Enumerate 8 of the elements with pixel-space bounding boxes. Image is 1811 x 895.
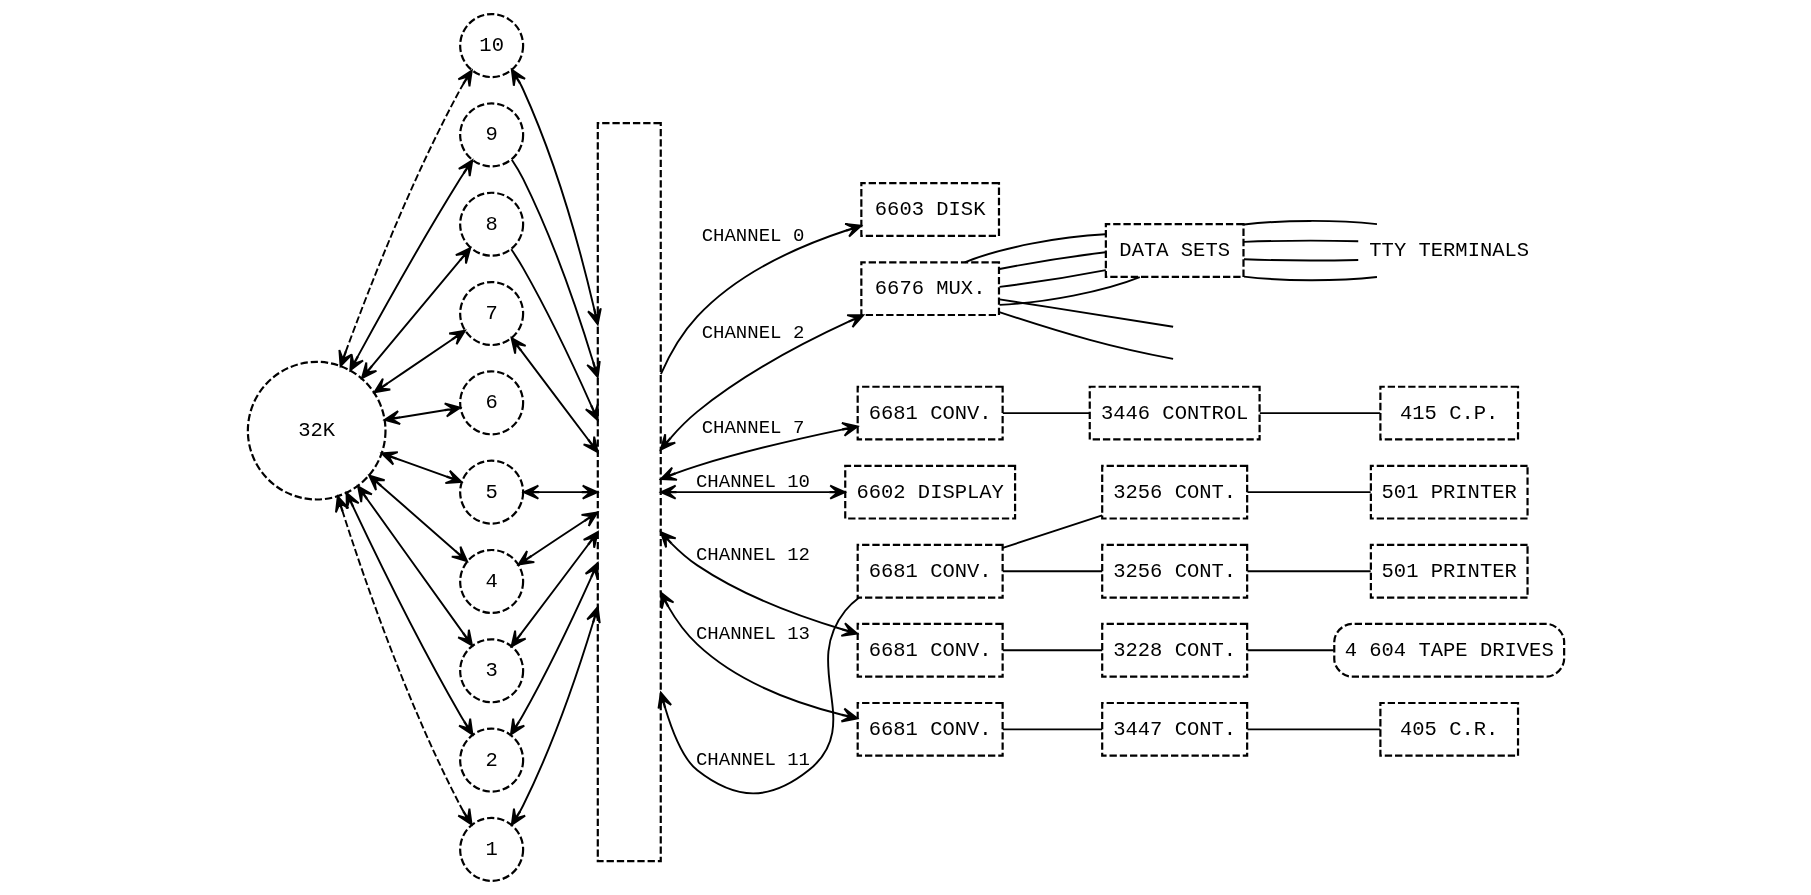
node-text: TTY TERMINALS [1368,238,1529,262]
edge-label: CHANNEL 2 [701,321,804,344]
edge-label: CHANNEL 7 [701,416,804,439]
edge-label: CHANNEL 12 [695,544,810,567]
edge-label: CHANNEL 13 [695,623,810,646]
edge-label: CHANNEL 10 [695,470,810,493]
edge-label: CHANNEL 0 [701,224,804,247]
edge-label: CHANNEL 11 [695,749,810,772]
